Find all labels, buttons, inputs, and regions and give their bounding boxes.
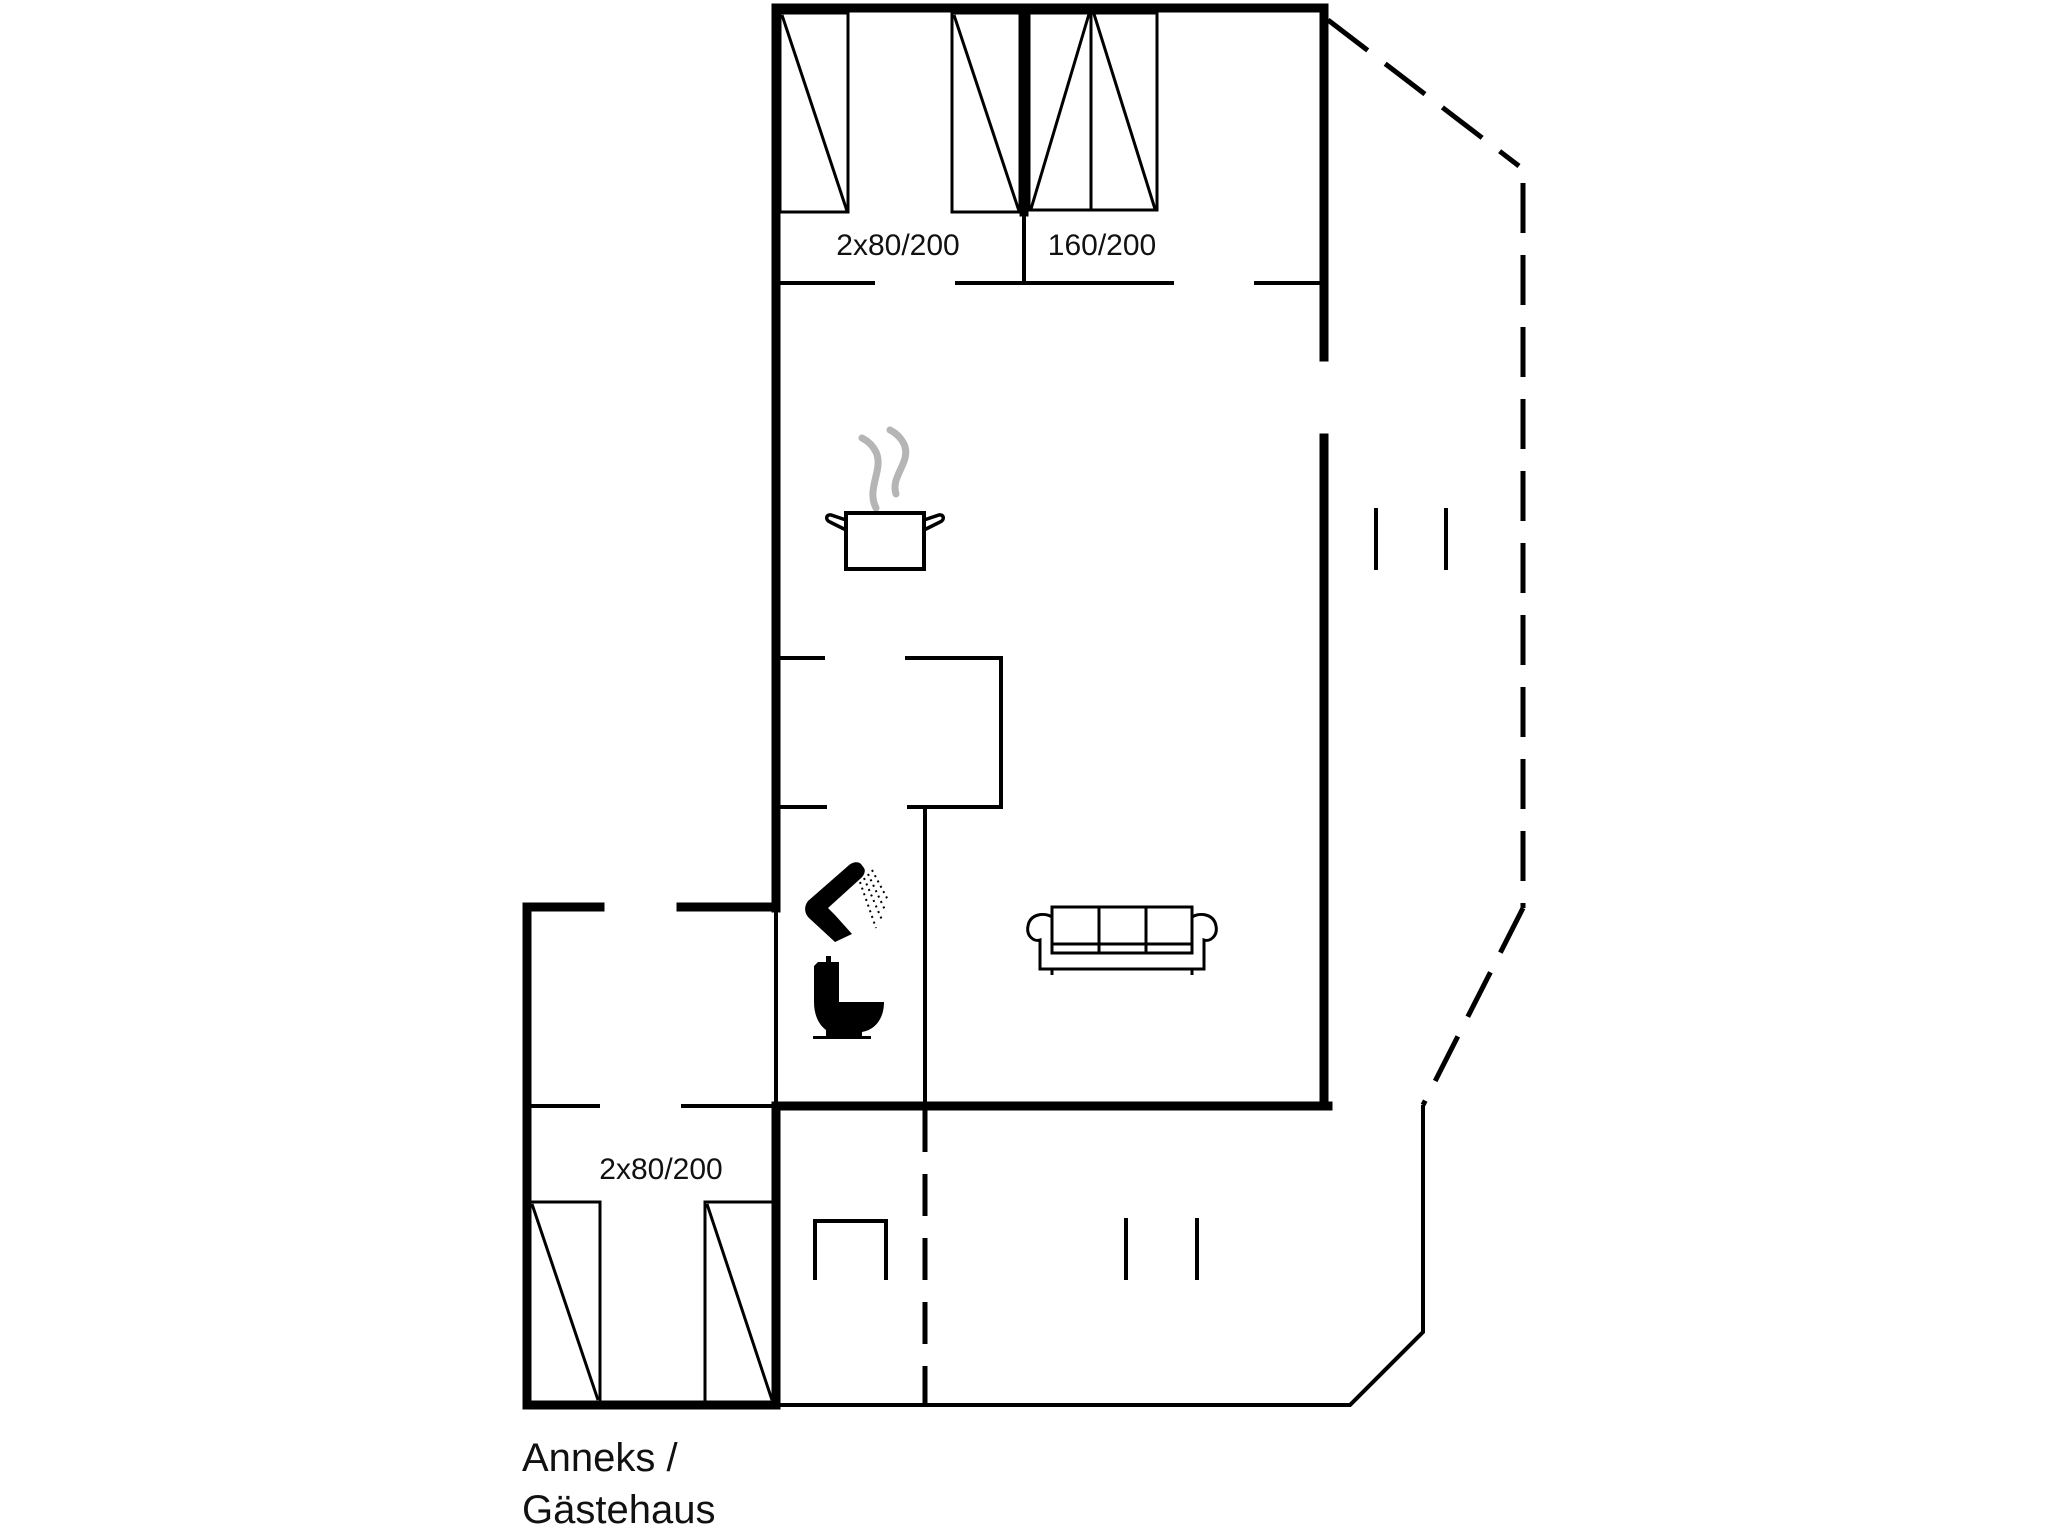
annex-name-line-1: Anneks / [522, 1436, 678, 1480]
door-step-icon [1374, 508, 1448, 570]
bedroom-2-bed [1027, 11, 1159, 212]
bench-icon [813, 1219, 888, 1280]
annex-walls [522, 902, 781, 1410]
cooking-pot-icon [825, 426, 945, 571]
bedroom-partitions [778, 3, 1322, 285]
bedroom-2-bed-label: 160/200 [1047, 229, 1157, 262]
sofa-icon [1026, 905, 1218, 975]
annex-beds [528, 1200, 776, 1404]
toilet-icon [813, 956, 884, 1039]
main-house-walls [771, 3, 1333, 1111]
annex-name-label: Anneks / Gästehaus [522, 1432, 715, 1536]
terrace-outline [776, 18, 1526, 1407]
annex-bed-label: 2x80/200 [599, 1153, 723, 1186]
bedroom-1-bed-label: 2x80/200 [836, 229, 960, 262]
door-step-icon [1124, 1218, 1199, 1280]
hallway-walls [778, 656, 1003, 1106]
annex-name-line-2: Gästehaus [522, 1488, 716, 1532]
shower-icon [805, 862, 889, 942]
bedroom-1-beds [778, 11, 1022, 214]
